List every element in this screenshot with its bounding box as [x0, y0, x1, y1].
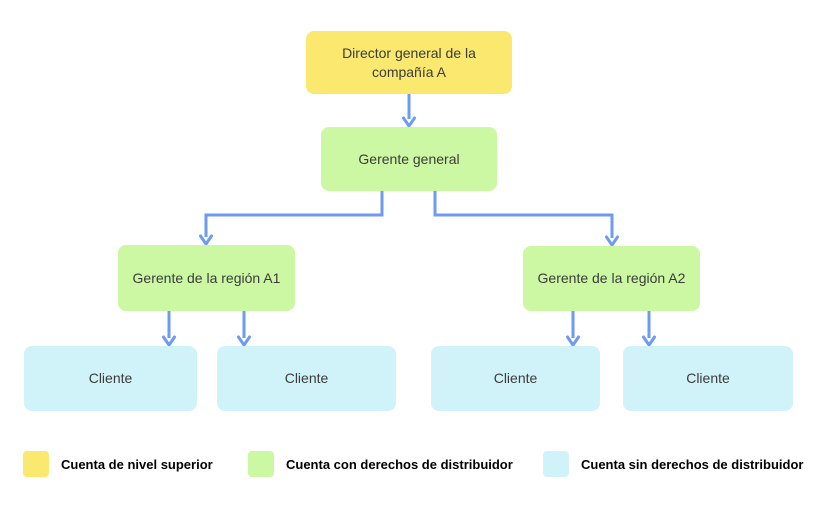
edge-region-a2-to-cliente-3	[566, 311, 580, 347]
node-gerente-region-a2: Gerente de la región A2	[523, 246, 700, 311]
node-cliente-1: Cliente	[24, 346, 197, 411]
legend-label: Cuenta sin derechos de distribuidor	[581, 456, 804, 472]
legend-item-distributor: Cuenta con derechos de distribuidor	[248, 451, 513, 477]
node-label: Cliente	[284, 370, 329, 387]
node-label: Gerente de la región A1	[132, 269, 281, 286]
node-label: Cliente	[686, 370, 730, 387]
legend-swatch-green	[248, 451, 274, 477]
node-cliente-3: Cliente	[431, 346, 600, 411]
legend-label: Cuenta de nivel superior	[61, 456, 213, 472]
edge-director-to-gerente-general	[402, 94, 416, 128]
edge-region-a1-to-cliente-2	[237, 311, 251, 347]
node-label: Cliente	[88, 370, 133, 387]
node-label: Director general de la compañía A	[342, 44, 476, 80]
node-gerente-general: Gerente general	[321, 127, 497, 191]
node-label: Cliente	[493, 370, 538, 387]
legend-swatch-yellow	[23, 451, 49, 477]
node-label: Gerente de la región A2	[537, 270, 686, 287]
node-cliente-2: Cliente	[217, 346, 396, 411]
node-label: Gerente general	[358, 150, 460, 167]
legend-swatch-blue	[543, 451, 569, 477]
legend-label: Cuenta con derechos de distribuidor	[286, 456, 513, 472]
legend-item-top-level: Cuenta de nivel superior	[23, 451, 213, 477]
node-director-general: Director general de la compañía A	[306, 31, 512, 94]
edge-gerente-general-to-region-a2	[433, 191, 619, 247]
legend-item-non-distributor: Cuenta sin derechos de distribuidor	[543, 451, 803, 477]
edge-gerente-general-to-region-a1	[199, 191, 384, 246]
node-gerente-region-a1: Gerente de la región A1	[118, 245, 295, 311]
edge-region-a1-to-cliente-1	[162, 311, 176, 347]
edge-region-a2-to-cliente-4	[642, 311, 656, 347]
node-cliente-4: Cliente	[623, 346, 793, 411]
